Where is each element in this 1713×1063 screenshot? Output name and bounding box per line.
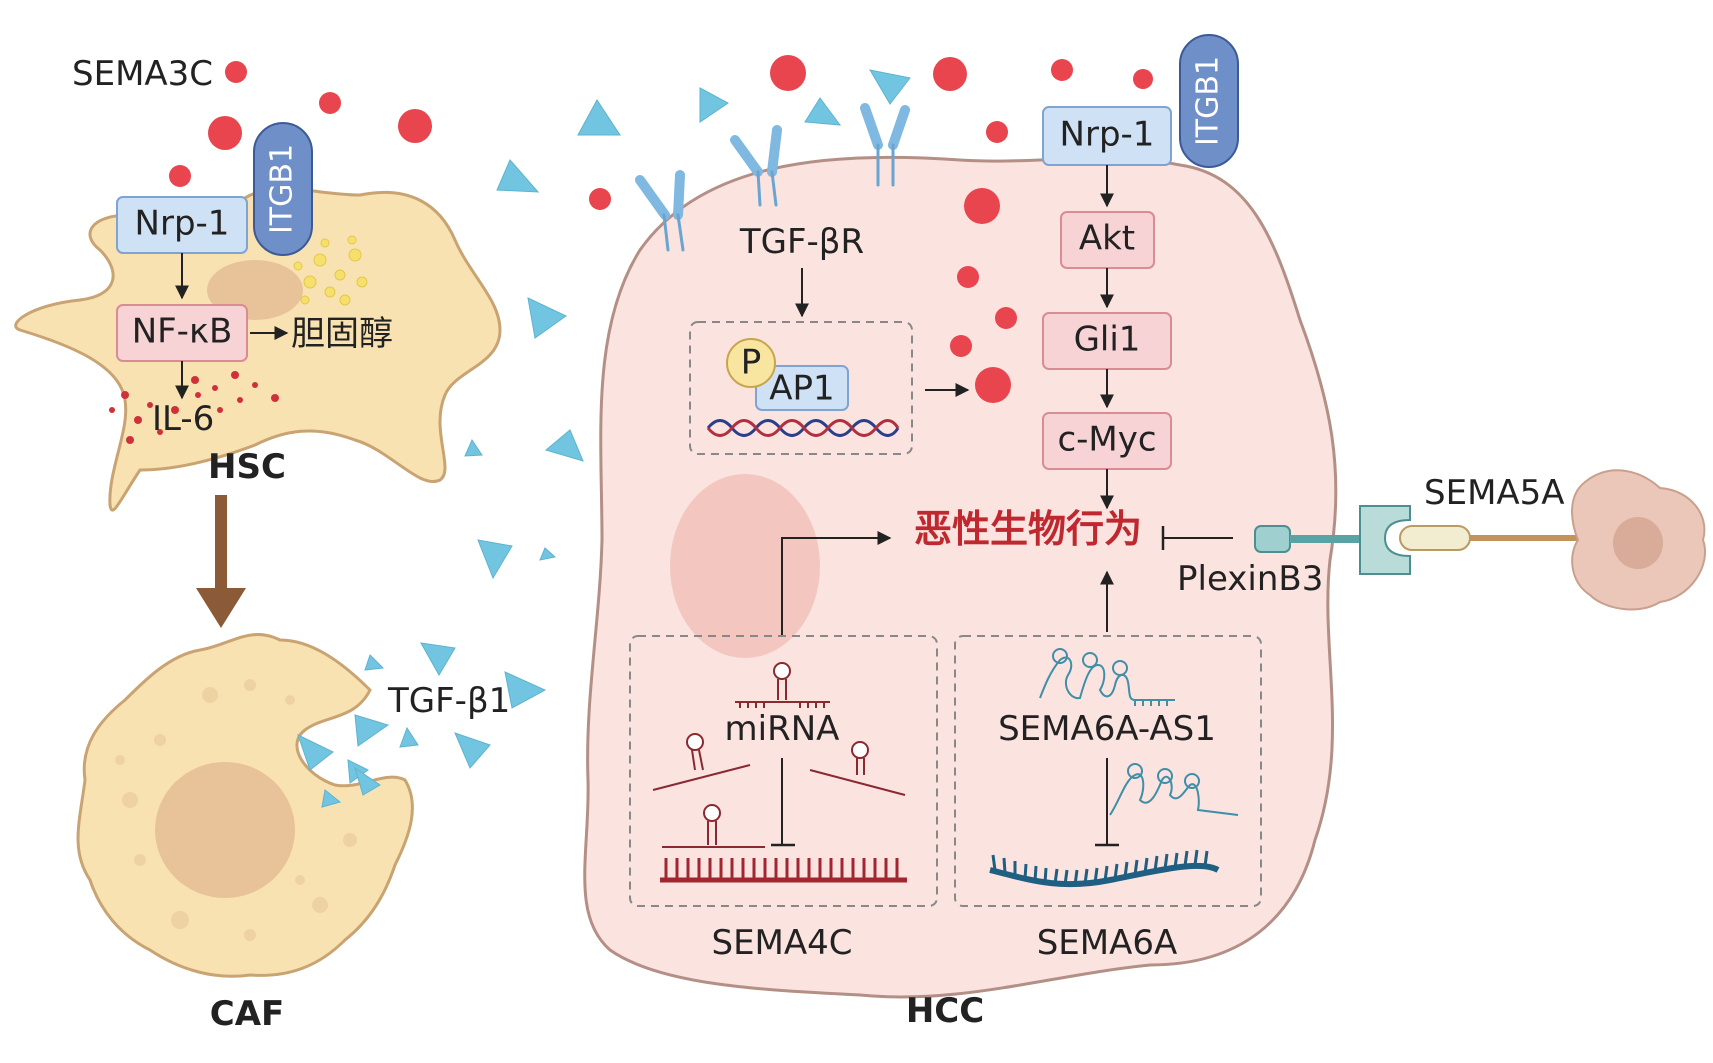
gli1-box: Gli1 (1042, 312, 1172, 370)
mirna-hairpin-left (652, 733, 751, 791)
nfkb-label: NF-κB (132, 312, 233, 352)
gli1-label: Gli1 (1074, 320, 1141, 360)
akt-box: Akt (1060, 211, 1155, 269)
nfkb-box: NF-κB (116, 304, 248, 362)
sema6a-as1-label: SEMA6A-AS1 (998, 709, 1216, 749)
sema4c-mrna-icon (660, 858, 907, 883)
il6-label: IL-6 (152, 399, 214, 439)
caf-vesicles (115, 679, 357, 941)
mirna-label: miRNA (725, 709, 840, 749)
lncrna-icon-top (1039, 648, 1175, 706)
lncrna-icon-bottom (1109, 763, 1239, 816)
caf-label: CAF (210, 994, 285, 1034)
il6-particles (109, 371, 279, 444)
ap1-dashed-box (689, 321, 913, 455)
akt-label: Akt (1079, 219, 1135, 259)
hcc-label: HCC (906, 991, 984, 1031)
lipid-droplets (293, 235, 368, 306)
nrp1-left-box: Nrp-1 (116, 196, 248, 254)
plexinb3-receptor (1254, 525, 1360, 553)
nrp1-right-box: Nrp-1 (1042, 106, 1172, 166)
sema3c-ligands (169, 55, 1153, 403)
tgfbr-receptor-3 (860, 103, 910, 187)
tgfbr-receptor-1 (635, 170, 685, 252)
tgfbr-receptor-2 (730, 125, 782, 207)
sema3c-label: SEMA3C (72, 54, 213, 94)
sema4c-label: SEMA4C (711, 923, 852, 963)
phospho-badge: P (726, 338, 776, 388)
dna-helix-icon (706, 419, 900, 437)
itgb1-right-label: ITGB1 (1191, 56, 1226, 146)
nrp1-left-label: Nrp-1 (135, 204, 230, 244)
ap1-label: AP1 (769, 369, 834, 409)
caf-nucleus (155, 762, 295, 898)
sema5a-source-cell (1571, 469, 1706, 611)
cholesterol-label: 胆固醇 (291, 314, 393, 354)
itgb1-left-label: ITGB1 (265, 144, 300, 234)
sema5a-ligand (1359, 505, 1578, 575)
malignant-behavior-label: 恶性生物行为 (914, 507, 1142, 551)
hsc-cell-body (14, 186, 502, 512)
tgfb1-ligands (297, 69, 911, 808)
sema4c-dashed-box (629, 635, 938, 907)
tgfbr-label: TGF-βR (739, 222, 864, 262)
cmyc-label: c-Myc (1057, 420, 1156, 460)
ap1-box: AP1 (755, 365, 849, 411)
phospho-label: P (741, 343, 762, 383)
sema6a-mrna-icon (989, 849, 1220, 888)
sema5a-label: SEMA5A (1424, 473, 1565, 513)
cmyc-box: c-Myc (1042, 412, 1172, 470)
tgfb1-label: TGF-β1 (387, 681, 510, 721)
plexinb3-label: PlexinB3 (1177, 559, 1323, 599)
hcc-nucleus (670, 474, 820, 658)
differentiation-arrow (196, 495, 246, 628)
itgb1-left: ITGB1 (253, 122, 313, 256)
hsc-label: HSC (208, 447, 286, 487)
arrow-mirna-malignant (781, 531, 892, 635)
mirna-hairpin-top (735, 662, 830, 708)
mirna-hairpin-bottom (662, 804, 765, 848)
sema6a-dashed-box (954, 635, 1262, 907)
itgb1-right: ITGB1 (1179, 34, 1239, 168)
sema6a-label: SEMA6A (1037, 923, 1178, 963)
nrp1-right-label: Nrp-1 (1060, 115, 1155, 155)
mirna-hairpin-right (809, 741, 906, 796)
